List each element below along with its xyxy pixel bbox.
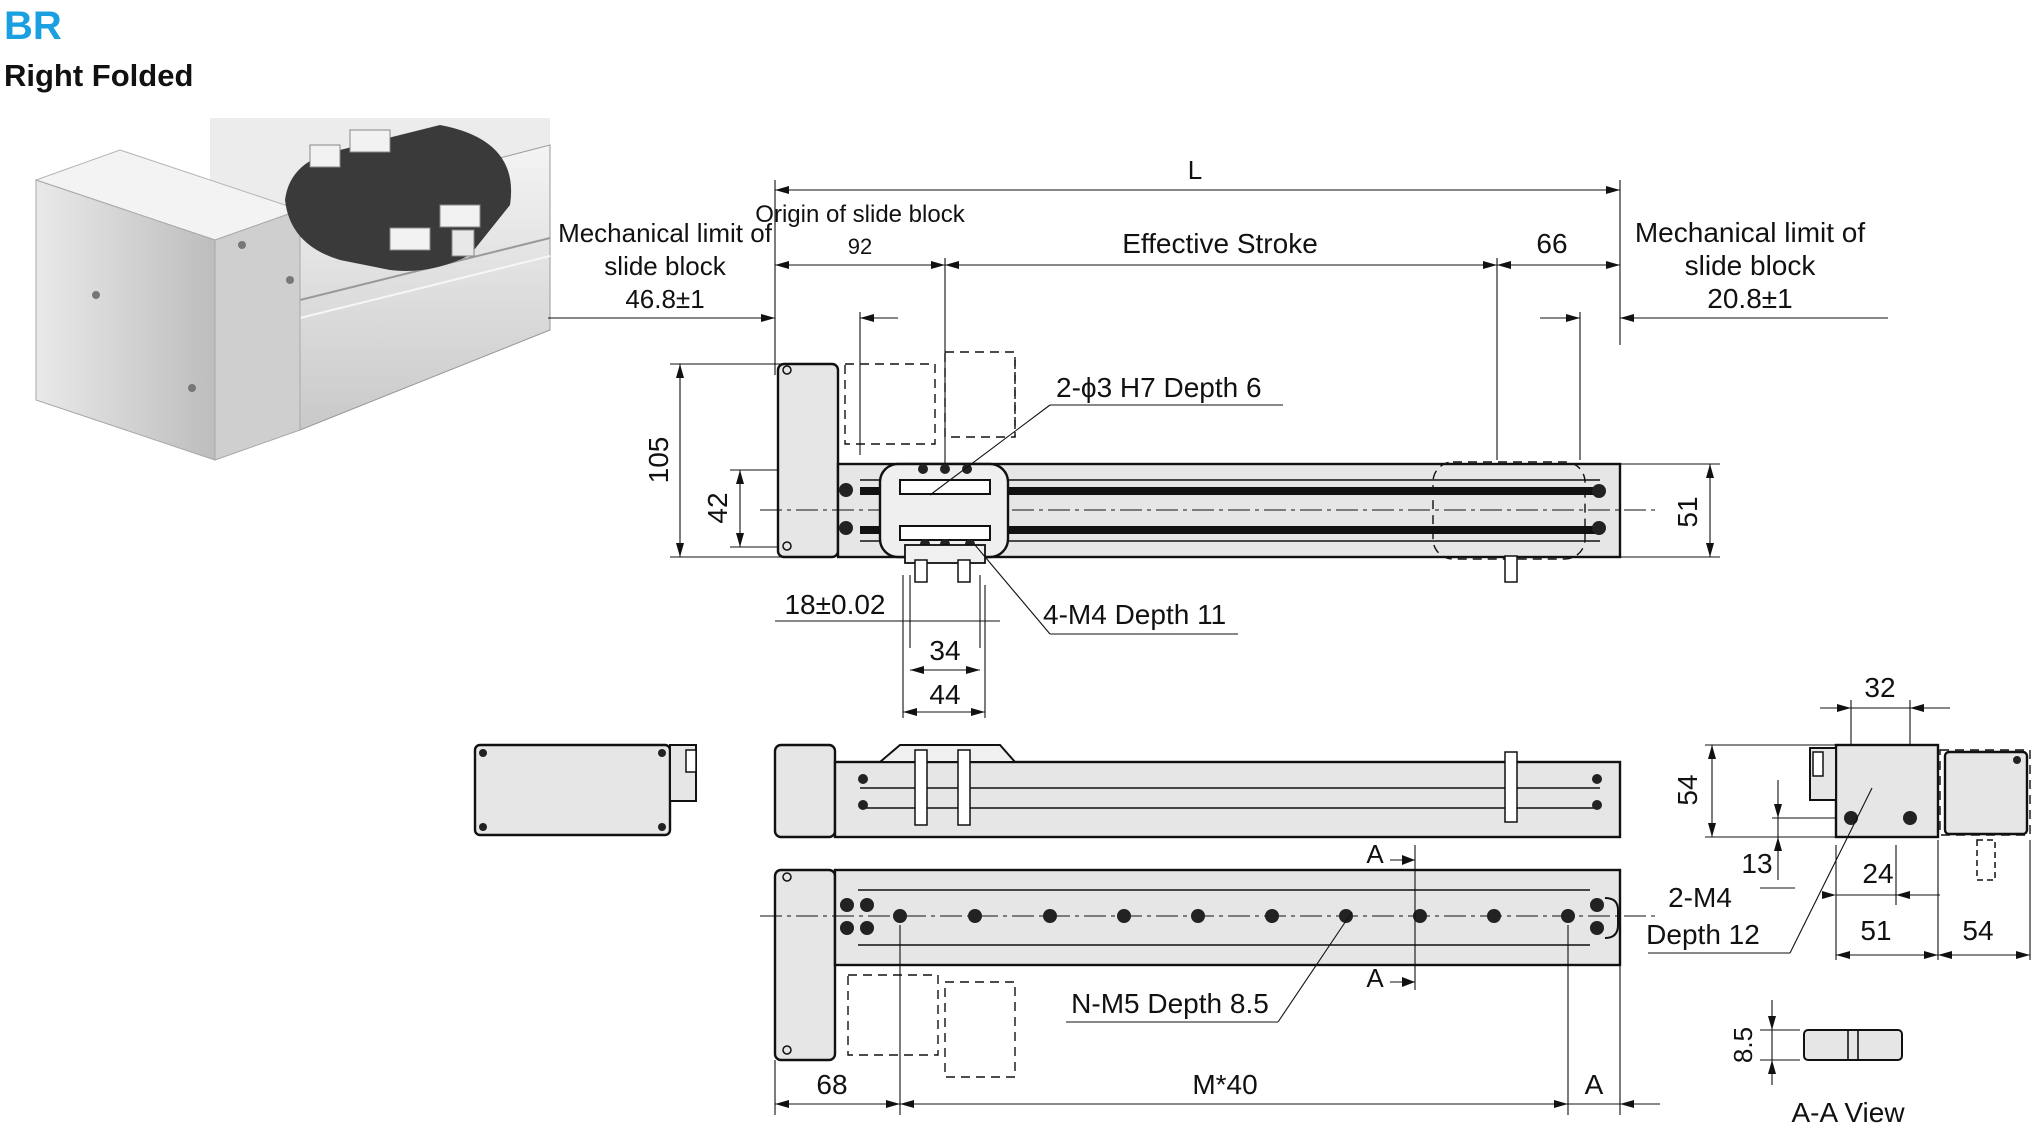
label-section-a-bottom: A: [1366, 963, 1384, 993]
end-view: [1648, 700, 2031, 960]
label-51-right: 51: [1672, 496, 1703, 527]
model-subtitle: Right Folded: [4, 58, 194, 93]
label-54-vert: 54: [1672, 774, 1703, 805]
label-mech-left-1: Mechanical limit of: [558, 218, 773, 248]
side-view: [473, 743, 1622, 839]
product-photo: [34, 118, 551, 461]
label-pin-hole: 2-ϕ3 H7 Depth 6: [1056, 372, 1262, 403]
label-L: L: [1188, 155, 1202, 185]
label-mech-right-1: Mechanical limit of: [1635, 217, 1866, 248]
model-code: BR: [4, 4, 62, 48]
label-54-end: 54: [1962, 915, 1993, 946]
label-18: 18±0.02: [784, 589, 885, 620]
label-effective-stroke: Effective Stroke: [1122, 228, 1318, 259]
label-51-end: 51: [1860, 915, 1891, 946]
label-92: 92: [848, 234, 872, 259]
label-68: 68: [816, 1069, 847, 1100]
label-44: 44: [929, 679, 960, 710]
label-origin: Origin of slide block: [755, 201, 965, 228]
label-42: 42: [702, 492, 733, 523]
label-13: 13: [1741, 848, 1772, 879]
label-n-m5: N-M5 Depth 8.5: [1071, 988, 1269, 1019]
section-aa-view: [1760, 1000, 1903, 1085]
label-34: 34: [929, 635, 960, 666]
label-24: 24: [1862, 858, 1893, 889]
label-section-a-top: A: [1366, 839, 1384, 869]
label-2-m4: 2-M4: [1668, 882, 1732, 913]
label-m40: M*40: [1192, 1069, 1257, 1100]
bottom-view: [760, 845, 1660, 1115]
label-mech-left-2: slide block: [604, 251, 726, 281]
label-mech-right-val: 20.8±1: [1707, 283, 1792, 314]
label-66: 66: [1536, 228, 1567, 259]
label-depth-12: Depth 12: [1646, 919, 1760, 950]
label-105: 105: [643, 437, 674, 484]
label-m4-depth-11: 4-M4 Depth 11: [1043, 599, 1226, 630]
top-view: [548, 180, 1888, 718]
label-mech-left-val: 46.8±1: [625, 284, 704, 314]
label-mech-right-2: slide block: [1685, 250, 1817, 281]
label-aa-view: A-A View: [1791, 1097, 1905, 1128]
label-8-5: 8.5: [1728, 1027, 1758, 1063]
header: BR Right Folded: [4, 4, 193, 96]
label-32: 32: [1864, 672, 1895, 703]
label-dim-a: A: [1585, 1069, 1604, 1100]
